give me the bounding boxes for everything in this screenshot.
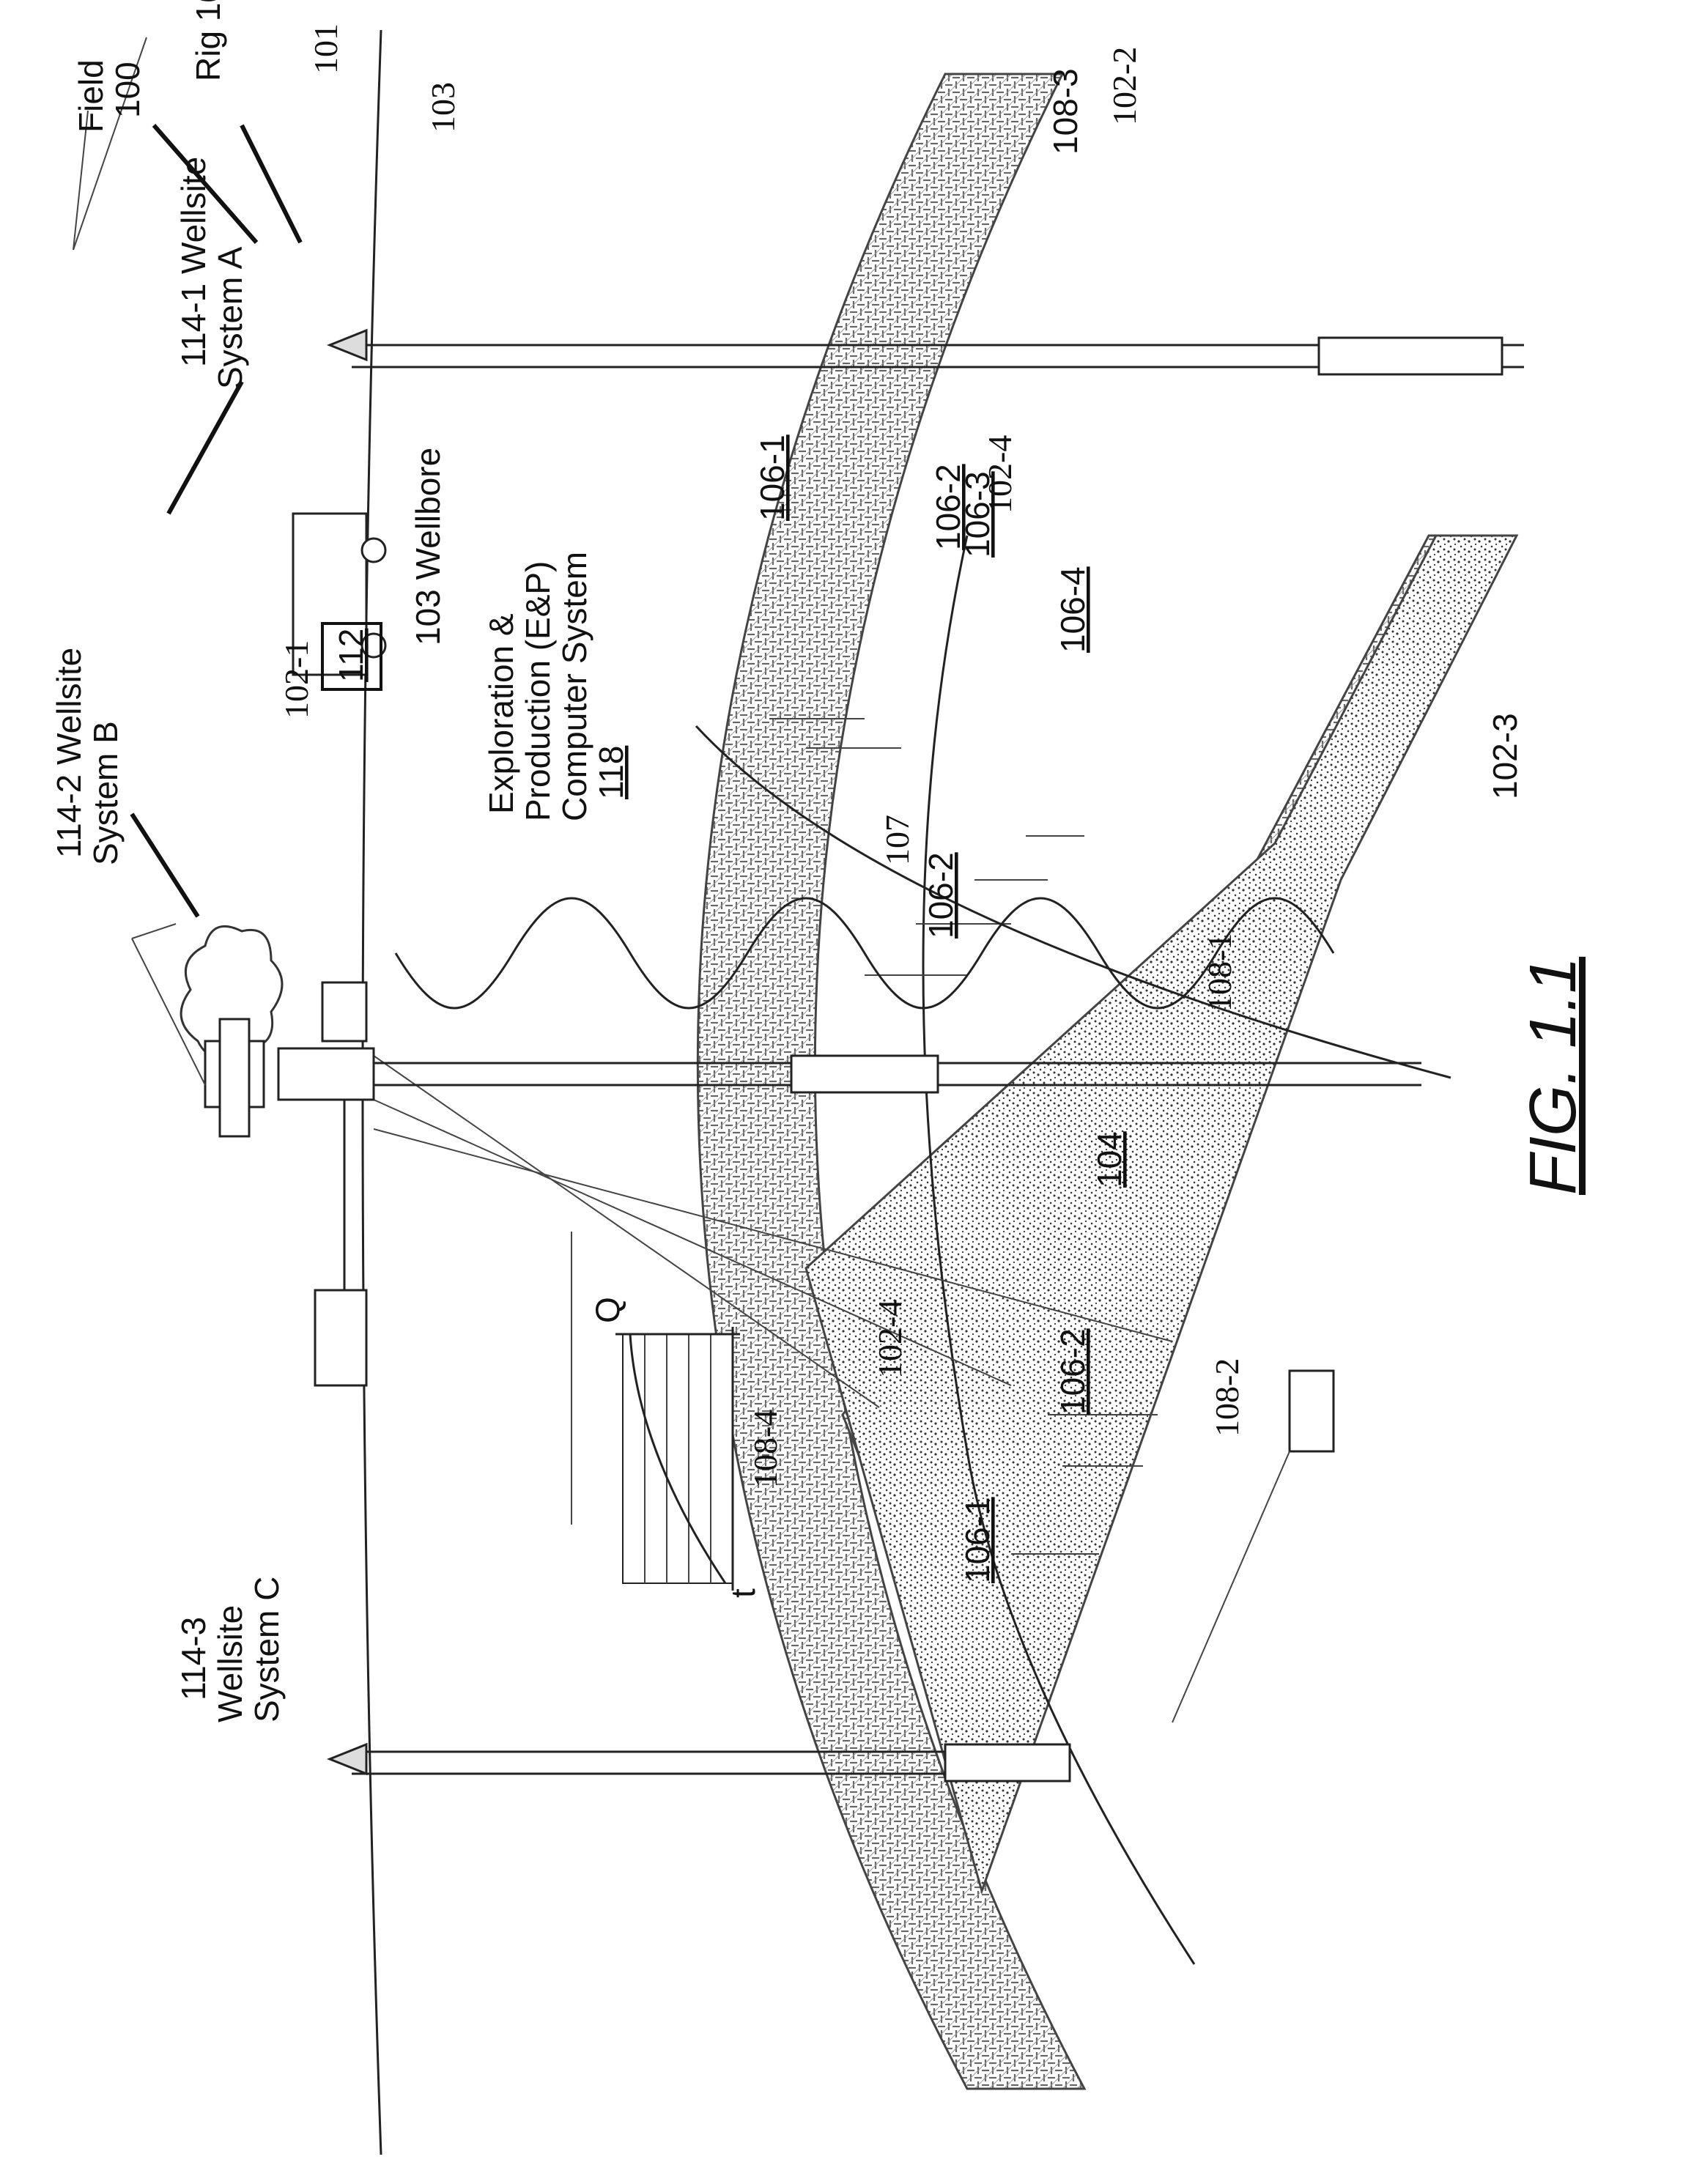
ref-106-1a: 106-1: [753, 434, 791, 521]
ref-104: 104: [1090, 1131, 1128, 1188]
ref-102-2: 102-2: [1106, 47, 1143, 125]
wellsite-a-label-1: 114-1 Wellsite: [174, 157, 212, 367]
ref-108-3: 108-3: [1046, 68, 1084, 155]
ref-103: 103: [424, 82, 462, 133]
axis-q-label: Q: [588, 1297, 626, 1323]
ref-102-3: 102-3: [1486, 713, 1524, 799]
log-108-2: [1290, 1371, 1334, 1451]
field-label-2: 100: [108, 62, 147, 118]
wellsite-c-label-2: Wellsite: [211, 1605, 249, 1722]
ep-number: 118: [592, 746, 630, 799]
ref-108-4: 108-4: [747, 1410, 784, 1488]
wellsite-c-label-1: 114-3: [174, 1617, 212, 1700]
ref-106-3: 106-3: [958, 471, 996, 558]
wellbore-label: 103 Wellbore: [409, 448, 447, 645]
wellsite-b-label-2: System B: [86, 721, 125, 865]
axis-t-label: t: [724, 1588, 762, 1598]
wellsite-c-label-3: System C: [248, 1577, 286, 1722]
ref-108-2: 108-2: [1208, 1358, 1246, 1437]
field-label-1: Field: [72, 59, 110, 133]
rotated-drawing: Q t Field 100 Rig 101 114-1 Wellsite: [50, 0, 1590, 2155]
box-112-label: 112: [332, 629, 370, 682]
pointer-arrows: [132, 125, 300, 917]
wellsite-a-label-2: System A: [211, 246, 249, 389]
figure-caption: FIG. 1.1: [1517, 957, 1590, 1195]
seismic-truck: [293, 514, 385, 1041]
ref-106-2c: 106-2: [1054, 1328, 1092, 1415]
ref-106-1b: 106-1: [958, 1497, 996, 1583]
tank-c: [315, 1100, 366, 1385]
ref-106-2b: 106-2: [922, 852, 960, 939]
ref-106-4: 106-4: [1054, 566, 1092, 653]
wellsite-b-label-1: 114-2 Wellsite: [50, 648, 88, 858]
ep-label-2: Production (E&P): [519, 561, 557, 821]
wellbore-c: [330, 1744, 1070, 1781]
ref-108-1: 108-1: [1201, 933, 1238, 1012]
ref-101: 101: [307, 23, 344, 74]
ref-107: 107: [879, 815, 916, 865]
rig-label: Rig 101: [189, 0, 227, 81]
ref-102-1: 102-1: [278, 640, 315, 719]
ep-label-3: Computer System: [555, 552, 593, 821]
ep-label-1: Exploration &: [482, 613, 520, 814]
ref-102-4a: 102-4: [871, 1300, 909, 1378]
